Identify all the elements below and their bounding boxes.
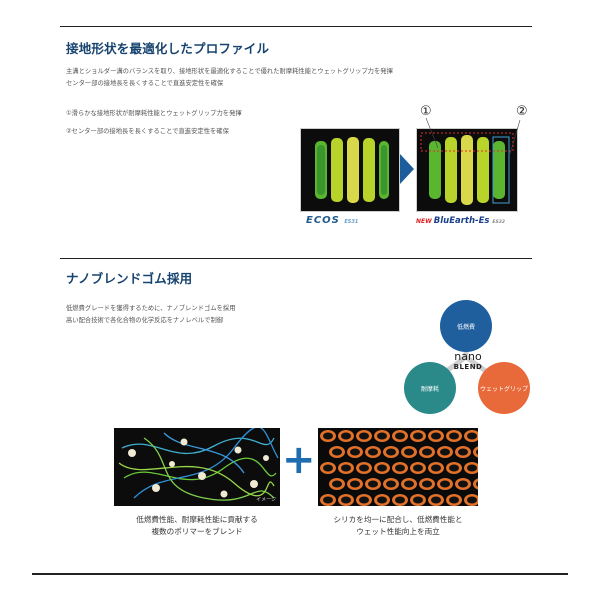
section1-point-2: ②センター部の接地長を長くすることで直進安定性を確保 [66, 128, 229, 135]
highlight-region-2 [492, 136, 510, 204]
caption-silica-line-1: シリカを均一に配合し、低燃費性能と [333, 515, 463, 524]
section2-desc-line-1: 低燃費グレードを獲得するために、ナノブレンドゴムを採用 [66, 305, 236, 312]
section1-desc-line-1: 主溝とショルダー溝のバランスを取り、接地形状を最適化することで優れた耐摩耗性能と… [66, 68, 393, 75]
section2-title: ナノブレンドゴム採用 [66, 271, 193, 286]
arrow-right-icon [400, 154, 414, 184]
image-note-label: イメージ [256, 497, 276, 503]
footprint-image-before [300, 128, 400, 212]
venn-circle-wet-grip: ウェットグリップ [478, 362, 530, 414]
nano-blend-logo-line2: BLEND [453, 363, 483, 371]
footprint-image-after [416, 128, 518, 212]
caption-polymer-line-2: 複数のポリマーをブレンド [151, 527, 243, 536]
venn-label-top: 低燃費 [456, 323, 475, 331]
venn-circle-wear-resistance: 耐摩耗 [404, 362, 456, 414]
section2-top-rule [60, 258, 532, 259]
plus-icon: + [282, 437, 316, 483]
section2-desc-line-2: 高い配合技術で各化合物の化学反応をナノレベルで制御 [66, 317, 224, 324]
silica-dispersion-image [318, 428, 489, 506]
highlight-region-1 [420, 132, 514, 152]
section1-desc-line-2: センター部の接地長を長くすることで直進安定性を確保 [66, 80, 224, 87]
bottom-rule [32, 573, 568, 575]
section1-title: 接地形状を最適化したプロファイル [66, 41, 270, 56]
section1-top-rule [60, 26, 532, 27]
caption-silica-line-2: ウェット性能向上を両立 [356, 527, 440, 536]
caption-polymer: 低燃費性能、耐摩耗性能に貢献する 複数のポリマーをブレンド [114, 514, 280, 538]
brand-logo-ecos: ECOS ES31 [306, 215, 359, 226]
venn-circle-fuel-efficiency: 低燃費 [440, 300, 492, 352]
venn-label-left: 耐摩耗 [420, 385, 439, 393]
footprint-pattern-before [315, 137, 389, 203]
polymer-blend-image: イメージ [114, 426, 280, 506]
section1-point-1: ①滑らかな接地形状が耐摩耗性能とウェットグリップ力を発揮 [66, 110, 242, 117]
marker-1: ① [420, 104, 432, 119]
footprint-pattern-after [429, 135, 505, 205]
caption-silica: シリカを均一に配合し、低燃費性能と ウェット性能向上を両立 [318, 514, 478, 538]
marker-2: ② [516, 104, 528, 119]
nano-blend-logo-line1: nano [454, 350, 482, 363]
marker-leader-lines [425, 117, 521, 154]
nano-blend-logo: nano BLEND [446, 350, 490, 372]
venn-label-right: ウェットグリップ [479, 385, 528, 393]
caption-polymer-line-1: 低燃費性能、耐摩耗性能に貢献する [136, 515, 258, 524]
